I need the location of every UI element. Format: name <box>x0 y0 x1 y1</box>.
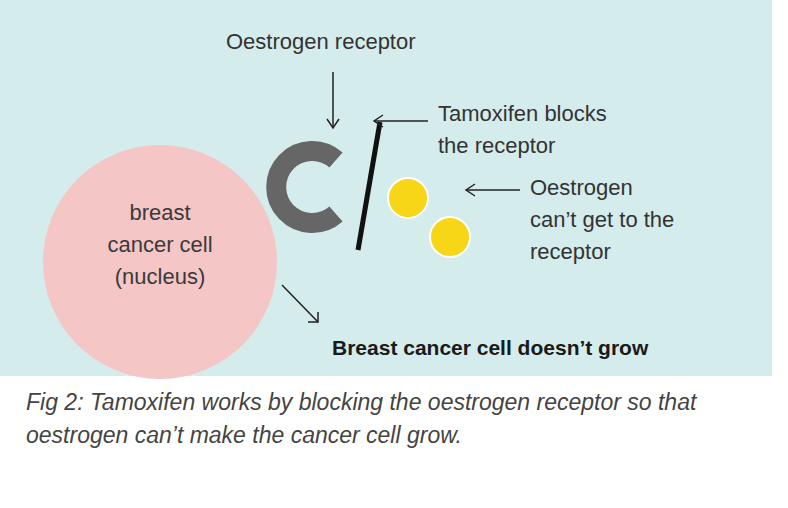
leader-line <box>374 120 428 122</box>
result-label: Breast cancer cell doesn’t grow <box>332 332 762 364</box>
oestrogen-receptor <box>276 151 336 223</box>
leader-line <box>282 285 318 322</box>
cell-circle: breast cancer cell (nucleus) <box>43 145 277 379</box>
arrowhead <box>374 115 383 127</box>
callout-label: Tamoxifen blocks the receptor <box>438 98 638 162</box>
arrowhead <box>327 119 339 128</box>
tamoxifen-bar <box>358 122 380 250</box>
callout-label: Oestrogen can’t get to the receptor <box>530 172 680 268</box>
leader-line <box>466 189 520 191</box>
leader-line <box>332 72 334 128</box>
callout-label: Oestrogen receptor <box>226 26 486 58</box>
arrowhead <box>308 312 318 322</box>
figure-caption: Fig 2: Tamoxifen works by blocking the o… <box>26 386 716 452</box>
oestrogen-molecule <box>388 178 428 218</box>
arrowhead <box>466 184 475 196</box>
oestrogen-molecule <box>430 217 470 257</box>
node-label: breast cancer cell (nucleus) <box>94 197 226 293</box>
